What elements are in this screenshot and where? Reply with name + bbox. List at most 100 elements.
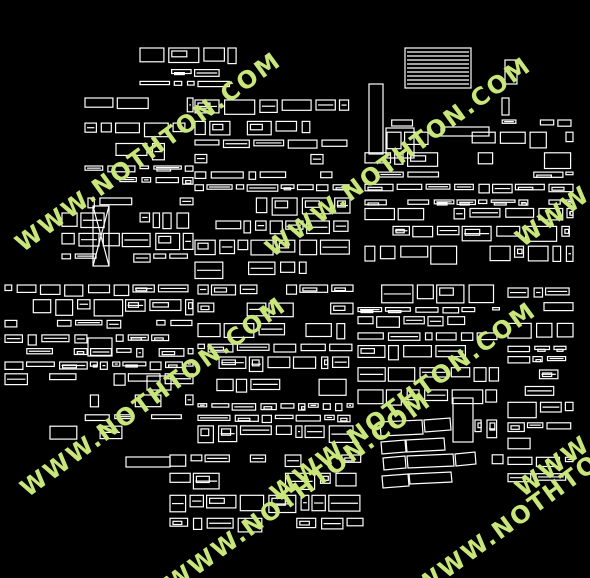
slanted-building [87, 337, 113, 357]
inner-room [174, 71, 185, 76]
inner-room [283, 187, 292, 191]
building-footprint [419, 367, 448, 378]
building-footprint [319, 239, 350, 255]
building-footprint [143, 122, 169, 138]
inner-room [556, 348, 564, 352]
building-footprint [507, 401, 537, 419]
building-footprint [357, 332, 384, 340]
building-footprint [250, 378, 281, 391]
inner-room [322, 475, 329, 481]
building-footprint [357, 345, 386, 359]
building-footprint [162, 212, 172, 230]
inner-room [161, 351, 176, 356]
inner-room [197, 102, 211, 109]
building-footprint [403, 316, 425, 325]
inner-room [360, 310, 374, 314]
building-footprint [116, 97, 149, 110]
building-footprint [61, 253, 72, 260]
building-footprint [269, 220, 283, 235]
slanted-building [408, 471, 453, 485]
building-footprint [197, 414, 231, 421]
building-footprint [492, 307, 501, 311]
inner-room [212, 123, 224, 131]
building-footprint [285, 220, 304, 230]
building-footprint [524, 385, 555, 396]
inner-room [210, 346, 225, 351]
slanted-building [405, 437, 446, 453]
building-footprint [239, 425, 272, 436]
building-footprint [424, 332, 433, 341]
slanted-building [381, 473, 410, 489]
building-footprint [216, 378, 234, 392]
building-footprint [473, 367, 487, 383]
building-footprint [396, 183, 423, 191]
building-footprint [329, 343, 353, 352]
inner-room [168, 364, 178, 368]
building-footprint [436, 225, 460, 236]
building-footprint [435, 332, 457, 341]
inner-room [459, 202, 470, 206]
building-footprint [152, 212, 161, 229]
building-footprint [338, 99, 350, 111]
building-footprint [316, 184, 329, 192]
building-footprint [248, 356, 264, 373]
building-footprint [139, 80, 171, 86]
building-footprint [357, 389, 384, 405]
building-footprint [189, 494, 205, 508]
inner-room [564, 228, 570, 234]
building-footprint [407, 152, 439, 167]
building-footprint [447, 316, 466, 326]
building-footprint [197, 343, 206, 350]
slanted-building [146, 375, 172, 391]
building-footprint [442, 307, 460, 314]
building-footprint [74, 319, 103, 326]
building-footprint [499, 131, 526, 144]
building-footprint [332, 356, 350, 368]
building-footprint [564, 456, 574, 463]
building-footprint [169, 494, 187, 513]
building-footprint [204, 454, 230, 463]
slanted-building [454, 451, 477, 467]
inner-room [517, 186, 534, 191]
inner-room [209, 497, 225, 504]
building-footprint [246, 120, 272, 136]
building-footprint [203, 47, 225, 62]
building-footprint [507, 473, 532, 483]
building-footprint [416, 284, 434, 300]
building-footprint [391, 119, 414, 127]
building-footprint [268, 494, 297, 514]
inner-room [125, 364, 138, 368]
building-footprint [565, 199, 574, 204]
inner-room [172, 520, 183, 526]
building-footprint [49, 425, 78, 440]
building-footprint [127, 373, 161, 382]
building-footprint [169, 472, 191, 483]
building-footprint [151, 142, 165, 161]
building-footprint [301, 197, 331, 215]
building-footprint [280, 403, 295, 409]
building-footprint [210, 171, 244, 179]
inner-room [237, 417, 251, 422]
building-footprint [4, 361, 24, 371]
building-footprint [235, 184, 245, 190]
inner-room [436, 202, 448, 206]
building-footprint [425, 183, 451, 190]
building-footprint [49, 373, 77, 381]
building-footprint [197, 323, 221, 338]
building-footprint [435, 345, 466, 358]
building-footprint [114, 414, 134, 420]
inner-room [263, 406, 273, 410]
building-footprint [478, 183, 490, 194]
building-footprint [387, 332, 421, 341]
building-footprint [535, 322, 553, 338]
inner-room [304, 200, 320, 208]
building-footprint [250, 239, 274, 256]
building-footprint [237, 239, 249, 251]
building-footprint [334, 197, 351, 214]
building-footprint [211, 403, 230, 408]
building-footprint [248, 261, 276, 276]
building-footprint [197, 425, 214, 444]
inner-room [333, 305, 346, 312]
inner-room [337, 200, 346, 208]
